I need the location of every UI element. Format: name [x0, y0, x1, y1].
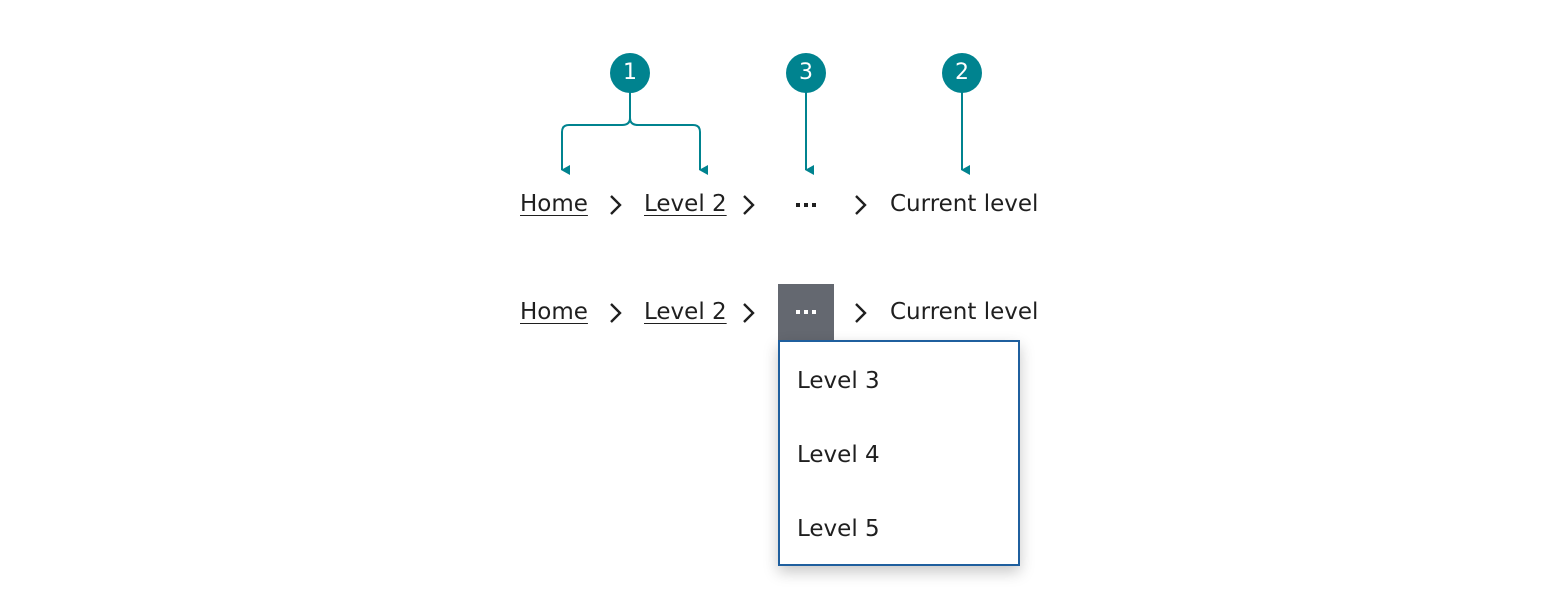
breadcrumb-overflow-button[interactable] [778, 177, 834, 233]
more-horizontal-icon [796, 310, 816, 314]
menu-item-level-3[interactable]: Level 3 [797, 368, 880, 394]
breadcrumb-overflow-button-active[interactable] [778, 284, 834, 340]
menu-item-level-5[interactable]: Level 5 [797, 516, 880, 542]
breadcrumb-current-level: Current level [890, 299, 1039, 325]
annotation-marker-3: 3 [786, 53, 826, 93]
chevron-right-icon [743, 195, 755, 215]
breadcrumb-link-level-2[interactable]: Level 2 [644, 191, 727, 217]
chevron-right-icon [610, 303, 622, 323]
chevron-right-icon [610, 195, 622, 215]
menu-item-level-4[interactable]: Level 4 [797, 442, 880, 468]
annotation-1-branch [629, 117, 708, 175]
more-horizontal-icon [796, 203, 816, 207]
breadcrumb-link-level-2[interactable]: Level 2 [644, 299, 727, 325]
breadcrumb-overflow-menu: Level 3 Level 4 Level 5 [778, 340, 1020, 566]
chevron-right-icon [855, 303, 867, 323]
chevron-right-icon [743, 303, 755, 323]
breadcrumb-link-home[interactable]: Home [520, 191, 588, 217]
breadcrumb-link-home[interactable]: Home [520, 299, 588, 325]
annotation-marker-1: 1 [610, 53, 650, 93]
breadcrumb-current-level: Current level [890, 191, 1039, 217]
annotation-1-stem [561, 92, 631, 175]
chevron-right-icon [855, 195, 867, 215]
annotation-marker-2: 2 [942, 53, 982, 93]
